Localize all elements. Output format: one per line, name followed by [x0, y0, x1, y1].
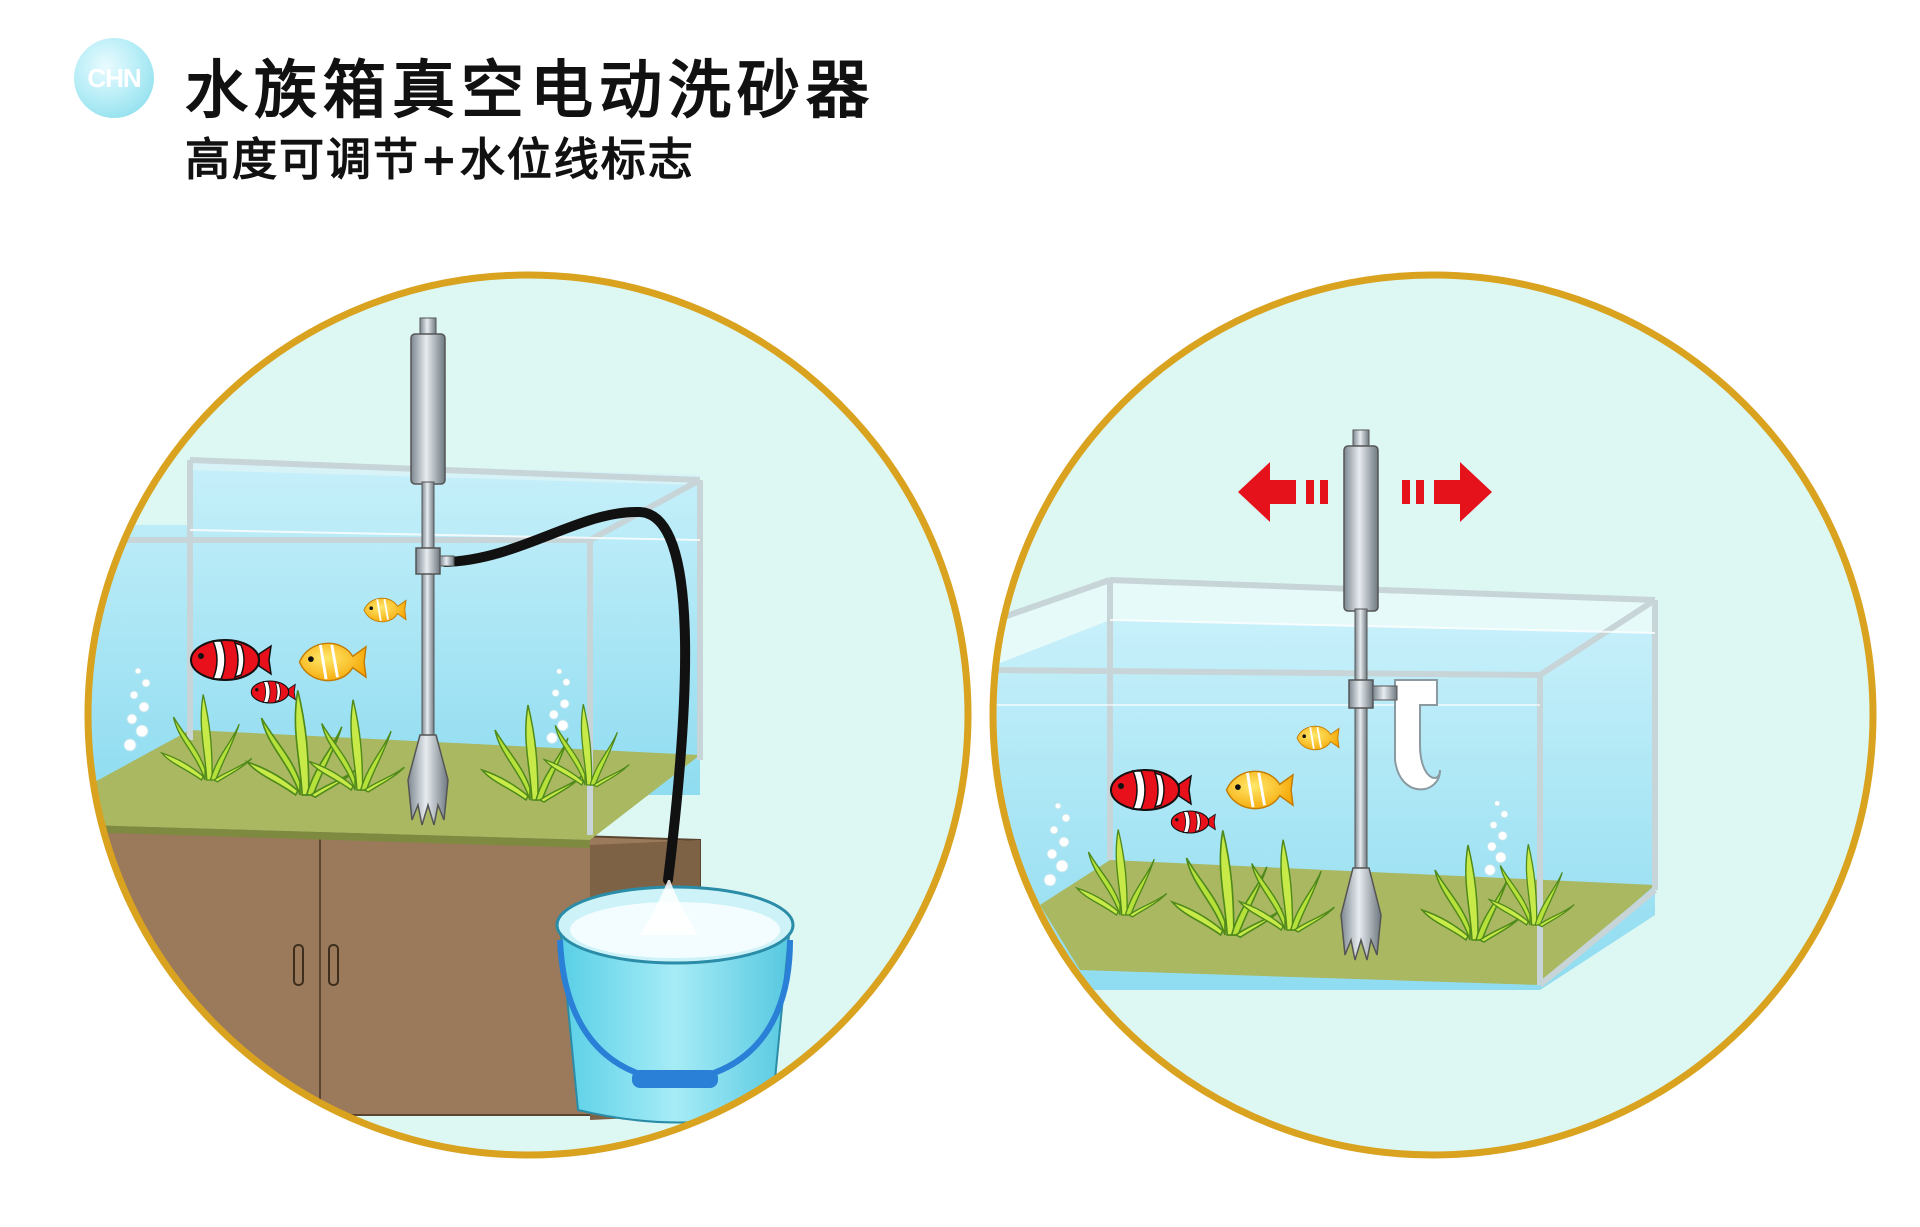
water-bucket	[555, 880, 795, 1124]
tank-water	[88, 460, 700, 795]
gravel-vacuum-left	[407, 317, 455, 826]
arrow-right	[1434, 462, 1492, 522]
cabinet-handle-left	[293, 944, 304, 986]
page-title: 水族箱真空电动洗砂器	[185, 54, 875, 127]
tank-gravel	[88, 730, 700, 840]
chn-badge: CHN	[74, 38, 154, 118]
badge-label: CHN	[87, 62, 141, 93]
height-adjust-arrows	[1238, 462, 1492, 522]
tank-frame-right	[994, 577, 1658, 988]
outflow-nozzle	[1394, 679, 1441, 791]
right-scene	[989, 271, 1877, 1159]
page-subtitle: 高度可调节+水位线标志	[185, 133, 695, 186]
arrow-left	[1238, 462, 1296, 522]
cabinet-handle-right	[328, 944, 339, 986]
gravel-vacuum-right	[1340, 429, 1398, 961]
left-circle-border	[84, 271, 972, 1159]
right-circle-border	[989, 271, 1877, 1159]
left-scene	[84, 271, 972, 1159]
water-stream	[640, 880, 698, 935]
drain-hose	[440, 506, 691, 885]
